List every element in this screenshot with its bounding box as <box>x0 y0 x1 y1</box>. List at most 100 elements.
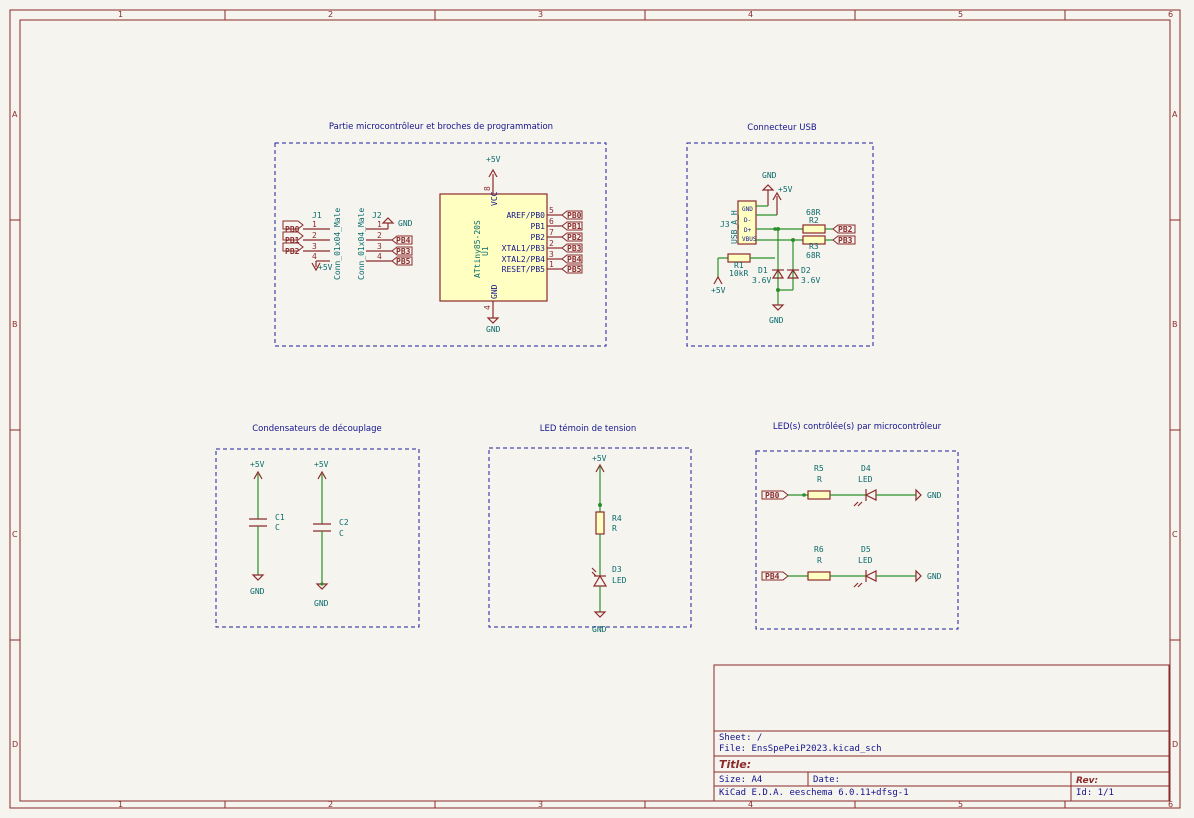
pin-num: 2 <box>312 231 317 240</box>
pin-name: RESET/PB5 <box>502 265 546 274</box>
power-label-gnd: GND <box>762 171 777 180</box>
row-label: A <box>12 110 18 119</box>
col-label: 1 <box>118 800 123 809</box>
zener-d2[interactable] <box>786 268 800 279</box>
power-label-vcc: +5V <box>486 155 501 164</box>
r5-value: R <box>817 475 822 484</box>
col-label: 5 <box>958 800 963 809</box>
usb-connector-j3[interactable] <box>737 200 757 245</box>
tb-title: Title: <box>719 758 751 771</box>
net-label: PB3 <box>567 244 582 253</box>
net-label: PB2 <box>838 225 853 234</box>
col-label: 6 <box>1168 10 1173 19</box>
resistor-r2[interactable] <box>802 224 826 234</box>
ic-right-pins: AREF/PB0 PB1 PB2 XTAL1/PB3 XTAL2/PB4 RES… <box>502 206 562 274</box>
d3-value: LED <box>612 576 627 585</box>
tb-id: Id: 1/1 <box>1076 788 1114 798</box>
ic-attiny85[interactable] <box>439 193 548 302</box>
power-label-gnd: GND <box>927 572 942 581</box>
pin-num: 1 <box>549 260 554 269</box>
col-label: 4 <box>748 10 753 19</box>
resistor-r6[interactable] <box>807 571 831 581</box>
section-decoupling: Condensateurs de découplage +5V GND C1 C… <box>215 423 420 628</box>
col-label: 6 <box>1168 800 1173 809</box>
power-label-gnd: GND <box>314 599 329 608</box>
pin-num: 3 <box>549 250 554 259</box>
power-label-vcc: +5V <box>592 454 607 463</box>
row-label: D <box>12 740 18 749</box>
resistor-r4[interactable] <box>595 511 605 535</box>
net-label: PB3 <box>838 236 853 245</box>
pin-name: D- <box>744 217 751 224</box>
pin-name: D+ <box>744 227 752 234</box>
section-title-mcu: Partie microcontrôleur et broches de pro… <box>329 121 553 132</box>
d4-value: LED <box>858 475 873 484</box>
d5-value: LED <box>858 556 873 565</box>
col-label: 2 <box>328 10 333 19</box>
net-label: PB4 <box>567 255 582 264</box>
c2-value: C <box>339 529 344 538</box>
net-label: PB0 <box>567 211 582 220</box>
pin-num: 3 <box>377 242 382 251</box>
r1-ref: R1 <box>734 261 744 270</box>
section-title-decoupling: Condensateurs de découplage <box>252 423 382 434</box>
resistor-r5[interactable] <box>807 490 831 500</box>
power-label: +5V <box>318 263 333 272</box>
zener-d1[interactable] <box>771 268 785 279</box>
pin-name: VCC <box>490 191 499 206</box>
pin-num: 3 <box>312 242 317 251</box>
power-label-gnd: GND <box>927 491 942 500</box>
d1-ref: D1 <box>758 266 768 275</box>
col-label: 2 <box>328 800 333 809</box>
pin-name: VBUS <box>742 236 757 243</box>
row-label: A <box>1172 110 1178 119</box>
section-mcu-leds: LED(s) contrôlée(s) par microcontrôleur … <box>755 421 959 630</box>
pin-num: 2 <box>549 239 554 248</box>
net-label: PB5 <box>567 265 582 274</box>
pin-num: 1 <box>377 220 382 229</box>
r6-value: R <box>817 556 822 565</box>
col-label: 3 <box>538 10 543 19</box>
power-label-vcc: +5V <box>250 460 265 469</box>
d5-ref: D5 <box>861 545 871 554</box>
d3-ref: D3 <box>612 565 622 574</box>
j1-value: Conn_01x04_Male <box>333 208 342 280</box>
d4-ref: D4 <box>861 464 871 473</box>
led-d5[interactable] <box>864 570 877 582</box>
d1-value: 3.6V <box>752 276 771 285</box>
pin-name: XTAL2/PB4 <box>502 255 546 264</box>
r4-value: R <box>612 524 617 533</box>
net-label: PB2 <box>285 247 300 256</box>
row-label: D <box>1172 740 1178 749</box>
r2-ref: R2 <box>809 216 819 225</box>
power-label-gnd: GND <box>486 325 501 334</box>
j2-ref: J2 <box>372 211 382 220</box>
col-label: 5 <box>958 10 963 19</box>
power-label-vcc: +5V <box>711 286 726 295</box>
net-label: PB4 <box>396 236 411 245</box>
connector-j1[interactable]: J1 Conn_01x04_Male PB0 PB1 PB2 1 2 3 4 +… <box>282 208 342 280</box>
section-power-led: LED témoin de tension +5V R4 R D3 LED GN… <box>488 423 692 634</box>
ic-net-labels: PB0 PB1 PB2 PB3 PB4 PB5 <box>561 210 583 274</box>
connector-j2[interactable]: J2 Conn_01x04_Male 1 2 3 4 GND PB4 PB3 P… <box>357 208 413 280</box>
pin-name: GND <box>490 284 499 299</box>
net-label: PB0 <box>285 225 300 234</box>
section-mcu: Partie microcontrôleur et broches de pro… <box>274 121 607 347</box>
col-label: 4 <box>748 800 753 809</box>
power-label: GND <box>398 219 413 228</box>
title-block: Sheet: / File: EnsSpePeiP2023.kicad_sch … <box>713 664 1170 802</box>
pin-name: XTAL1/PB3 <box>502 244 546 253</box>
pin-num: 6 <box>549 217 554 226</box>
power-label-vcc: +5V <box>314 460 329 469</box>
pin-num: 1 <box>312 220 317 229</box>
tb-date: Date: <box>813 775 840 785</box>
zone-column-labels: 1 2 3 4 5 6 1 2 3 4 5 6 <box>118 10 1173 809</box>
power-label-gnd: GND <box>250 587 265 596</box>
led-d4[interactable] <box>864 489 877 501</box>
j2-value: Conn_01x04_Male <box>357 208 366 280</box>
led-d3[interactable] <box>592 574 608 587</box>
tb-sheet: Sheet: / <box>719 733 762 743</box>
r3-ref: R3 <box>809 242 819 251</box>
col-label: 3 <box>538 800 543 809</box>
